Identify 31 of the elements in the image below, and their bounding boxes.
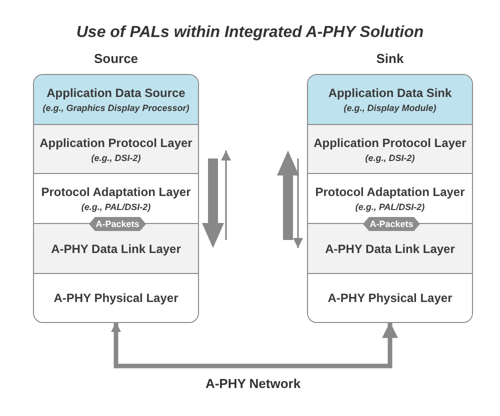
- packet-badge: A-Packets: [363, 217, 420, 231]
- stack-heading: Source: [92, 51, 140, 66]
- layer-box: [308, 75, 472, 125]
- layer-box: [308, 125, 472, 174]
- flow-arrow: [202, 158, 224, 248]
- layer-name: A-PHY Physical Layer: [54, 291, 178, 305]
- layer-example: (e.g., PAL/DSI-2): [355, 202, 425, 212]
- edge-label: A-PHY Network: [204, 376, 302, 391]
- layer-name: Application Protocol Layer: [40, 136, 192, 150]
- layer-example: (e.g., DSI-2): [365, 152, 415, 162]
- layer-name: Application Protocol Layer: [314, 136, 466, 150]
- flow-arrow: [293, 158, 303, 248]
- flow-arrow: [277, 150, 299, 240]
- layer-name: Protocol Adaptation Layer: [315, 185, 465, 199]
- layer-name: Application Data Sink: [328, 86, 452, 100]
- network-arrow: [111, 322, 398, 368]
- layer-example: (e.g., PAL/DSI-2): [81, 202, 151, 212]
- diagram-title: Use of PALs within Integrated A-PHY Solution: [75, 24, 425, 42]
- packet-badge: A-Packets: [89, 217, 146, 231]
- layer-name: A-PHY Physical Layer: [328, 291, 452, 305]
- layer-name: Application Data Source: [46, 86, 186, 100]
- stack-heading: Sink: [375, 51, 405, 66]
- layer-example: (e.g., DSI-2): [91, 152, 141, 162]
- layer-box: [34, 75, 198, 125]
- layer-box: [34, 125, 198, 174]
- layer-name: A-PHY Data Link Layer: [325, 242, 455, 256]
- layer-example: (e.g., Graphics Display Processor): [42, 103, 190, 113]
- layer-name: A-PHY Data Link Layer: [51, 242, 181, 256]
- flow-arrow: [221, 150, 231, 240]
- layer-name: Protocol Adaptation Layer: [41, 185, 191, 199]
- layer-example: (e.g., Display Module): [344, 103, 436, 113]
